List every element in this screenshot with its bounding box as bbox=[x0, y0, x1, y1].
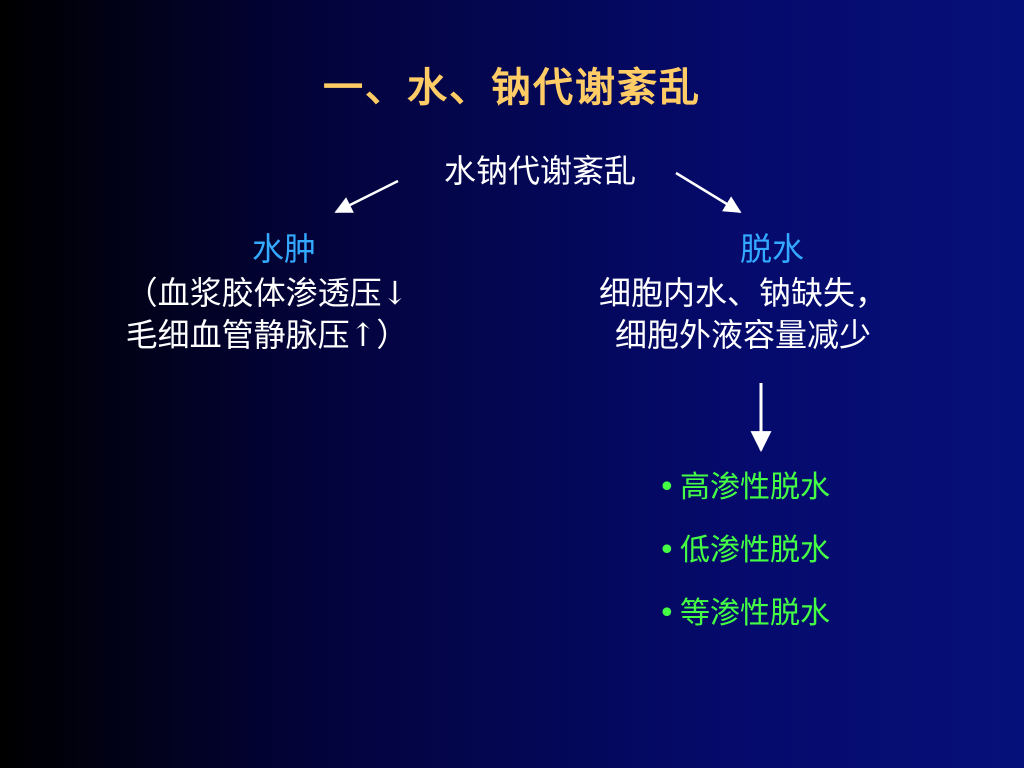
list-item-label: 低渗性脱水 bbox=[680, 533, 830, 568]
edema-line-1: （血浆胶体渗透压↓ bbox=[125, 274, 409, 312]
list-item-label: 等渗性脱水 bbox=[680, 596, 830, 631]
list-item-hypertonic: •高渗性脱水 bbox=[658, 466, 830, 529]
dehydration-types-list: •高渗性脱水 •低渗性脱水 •等渗性脱水 bbox=[658, 466, 830, 655]
arrow-to-edema bbox=[334, 179, 399, 214]
root-node: 水钠代谢紊乱 bbox=[443, 152, 636, 190]
list-item-isotonic: •等渗性脱水 bbox=[658, 592, 830, 655]
dehydration-title: 脱水 bbox=[739, 230, 804, 268]
bullet-icon: • bbox=[658, 470, 676, 505]
slide-title: 一、水、钠代谢紊乱 bbox=[323, 64, 701, 111]
edema-line-2: 毛细血管静脉压↑） bbox=[125, 316, 409, 354]
list-item-label: 高渗性脱水 bbox=[680, 470, 830, 505]
dehydration-line-1: 细胞内水、钠缺失， bbox=[598, 274, 887, 312]
dehydration-description: 细胞内水、钠缺失， 细胞外液容量减少 bbox=[568, 272, 918, 356]
dehydration-line-2: 细胞外液容量减少 bbox=[614, 316, 871, 354]
list-item-hypotonic: •低渗性脱水 bbox=[658, 529, 830, 592]
bullet-icon: • bbox=[658, 596, 676, 631]
edema-title: 水肿 bbox=[251, 230, 316, 268]
arrow-to-dehydration bbox=[675, 171, 742, 214]
bullet-icon: • bbox=[658, 533, 676, 568]
edema-description: （血浆胶体渗透压↓ 毛细血管静脉压↑） bbox=[92, 272, 442, 356]
